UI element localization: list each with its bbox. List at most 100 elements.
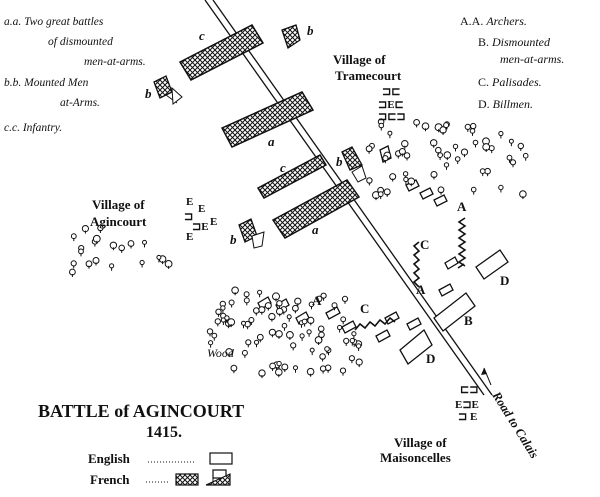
place-tramecourt-1: Village of [333, 52, 386, 67]
tree-mark [378, 122, 385, 129]
label-A1: A [457, 199, 467, 214]
tree-mark [403, 176, 409, 183]
tree-mark [343, 337, 350, 344]
legend-french: a.a. Two great battles of dismounted men… [4, 16, 146, 134]
tree-mark [281, 322, 288, 329]
label-b1: b [307, 23, 314, 38]
label-D1: D [500, 273, 509, 288]
tree-mark [351, 331, 357, 337]
tree-mark [470, 122, 477, 130]
svg-text:of dismounted: of dismounted [48, 36, 113, 48]
tree-mark [243, 291, 250, 298]
svg-text:A.A. Archers.: A.A. Archers. [460, 14, 527, 28]
tree-mark [293, 365, 298, 371]
map-year: 1415. [146, 424, 182, 441]
tree-mark [301, 318, 308, 325]
tree-mark [484, 167, 491, 175]
tree-mark [211, 332, 218, 339]
tree-mark [241, 349, 248, 356]
tree-mark [508, 138, 514, 144]
tree-mark [276, 300, 283, 307]
svg-text:E: E [210, 216, 217, 228]
tree-mark [355, 343, 362, 349]
french-infantry-c2 [256, 154, 328, 199]
french-battle-a2 [271, 179, 361, 239]
label-b3: b [336, 154, 343, 169]
woods [69, 118, 529, 379]
palisades [354, 217, 467, 331]
label-A2: A [416, 282, 426, 297]
tree-mark [506, 154, 513, 161]
svg-text:men-at-arms.: men-at-arms. [84, 56, 146, 68]
place-agincourt-1: Village of [92, 197, 145, 212]
tree-mark [349, 337, 355, 344]
tree-mark [402, 171, 409, 177]
svg-text:⊐⊏: ⊐⊏ [382, 86, 400, 98]
svg-text:E⊐E: E⊐E [455, 399, 479, 411]
tree-mark [366, 177, 373, 184]
tree-mark [319, 353, 326, 360]
tree-mark [479, 168, 486, 175]
tree-mark [118, 244, 125, 252]
label-c1: c [199, 28, 205, 43]
tree-mark [208, 340, 214, 346]
tree-mark [206, 328, 214, 335]
svg-text:⊏⊐: ⊏⊐ [460, 384, 478, 396]
svg-text:⊐E⊏: ⊐E⊏ [378, 99, 404, 111]
tree-mark [472, 139, 479, 146]
tree-mark [337, 324, 343, 331]
svg-text:at-Arms.: at-Arms. [60, 97, 100, 109]
tree-mark [224, 315, 230, 321]
tree-mark [309, 347, 315, 353]
tree-mark [340, 316, 347, 323]
label-c2: c [280, 160, 286, 175]
tree-mark [214, 318, 222, 325]
svg-text:D. Billmen.: D. Billmen. [478, 97, 533, 111]
key-french: French [90, 472, 130, 487]
svg-text:⊐⊏⊐: ⊐⊏⊐ [378, 111, 406, 123]
label-b4: b [230, 232, 237, 247]
french-units [153, 24, 367, 249]
svg-text:B. Dismounted: B. Dismounted [478, 35, 551, 49]
svg-text:E: E [198, 203, 205, 215]
map-title: BATTLE of AGINCOURT [38, 401, 244, 421]
tree-mark [276, 360, 282, 367]
place-maisoncelles-1: Village of [394, 435, 447, 450]
tree-mark [435, 146, 442, 154]
svg-text:C. Palisades.: C. Palisades. [478, 75, 542, 89]
tree-mark [245, 339, 252, 346]
french-mounted-b3 [341, 146, 363, 171]
svg-text:⊐ E: ⊐ E [458, 411, 477, 423]
tree-mark [318, 331, 325, 339]
tree-mark [317, 325, 325, 333]
tree-mark [377, 191, 384, 198]
tree-mark [498, 184, 504, 191]
svg-text:men-at-arms.: men-at-arms. [500, 52, 564, 66]
svg-text:⊐: ⊐ [184, 211, 193, 223]
tree-mark [331, 302, 338, 309]
tree-mark [215, 308, 222, 315]
tree-mark [452, 143, 459, 150]
tree-mark [498, 130, 504, 137]
tree-mark [348, 355, 355, 362]
tree-mark [306, 329, 312, 335]
english-billmen-D1 [475, 249, 509, 280]
label-C1: C [420, 237, 429, 252]
english-units [257, 145, 509, 365]
french-battle-c1 [178, 24, 265, 81]
tree-mark [70, 233, 77, 240]
tree-mark [253, 339, 260, 345]
tree-mark [109, 263, 115, 269]
tree-mark [252, 307, 260, 314]
svg-text:a.a. Two great battles: a.a. Two great battles [4, 16, 104, 28]
svg-text:E: E [186, 231, 193, 243]
tree-mark [443, 162, 450, 168]
legend-english: A.A. Archers. B. Dismounted men-at-arms.… [460, 14, 564, 111]
tree-mark [299, 333, 305, 339]
tree-mark [387, 130, 393, 136]
label-a2: a [312, 222, 319, 237]
tree-mark [248, 317, 255, 323]
